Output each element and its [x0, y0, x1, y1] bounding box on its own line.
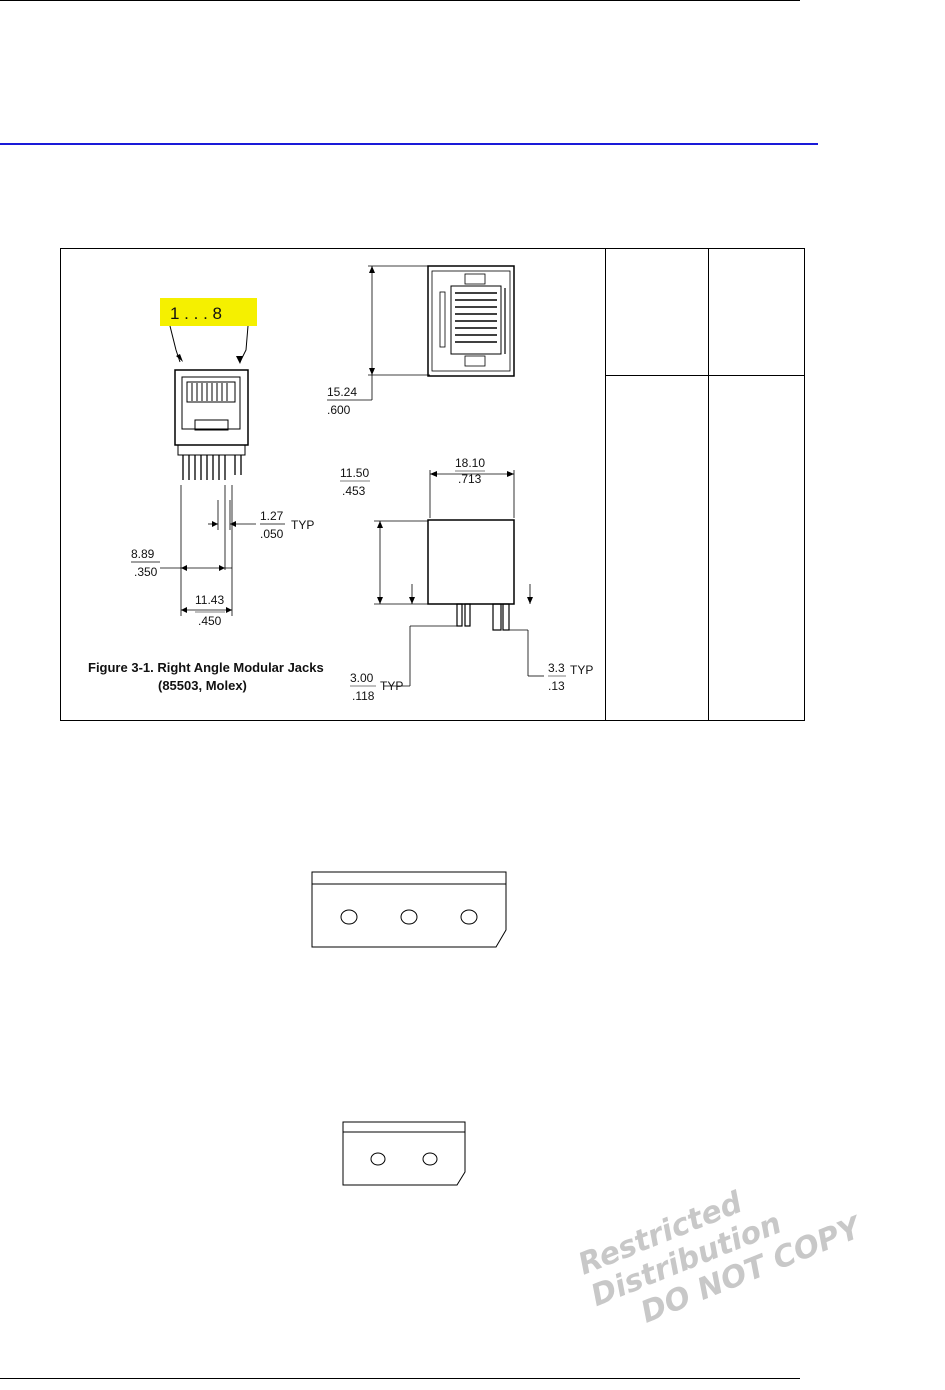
front-view: 1 . . . 8	[88, 298, 324, 693]
pin-hole	[461, 910, 477, 924]
dim-pin-len-typ: TYP	[380, 679, 403, 693]
dim-pitch-in: .050	[260, 527, 284, 541]
dim-width: 18.10	[455, 456, 485, 470]
top-view: 15.24 .600	[327, 266, 514, 417]
dim-width-in: .713	[458, 472, 482, 486]
dim-tab-in: .13	[548, 679, 565, 693]
dim-pitch-typ: TYP	[291, 518, 314, 532]
pin-hole	[371, 1153, 385, 1165]
pin-hole	[401, 910, 417, 924]
figure-caption-line2: (85503, Molex)	[158, 678, 247, 693]
dim-pin-len-in: .118	[352, 689, 375, 703]
pin-label: 1 . . . 8	[170, 304, 222, 323]
dim-pin-len: 3.00	[350, 671, 374, 685]
connector-3pin-outline	[312, 872, 506, 947]
dim-top-height-in: .600	[327, 403, 351, 417]
side-view: 18.10 .713 11.50 .453 3.00 .118 TYP 3.3	[340, 456, 593, 703]
pin-hole	[341, 910, 357, 924]
footer-rule	[0, 1378, 800, 1379]
dim-span: 11.43	[195, 593, 224, 607]
pin-hole	[423, 1153, 437, 1165]
dim-tab-typ: TYP	[570, 663, 593, 677]
dim-tab: 3.3	[548, 661, 565, 675]
dim-pitch: 1.27	[260, 509, 284, 523]
dim-body-in: .453	[342, 484, 366, 498]
dim-left: 8.89	[131, 547, 155, 561]
dim-body: 11.50	[340, 466, 369, 480]
dim-top-height: 15.24	[327, 385, 357, 399]
connector-2pin-outline	[343, 1122, 465, 1185]
dim-left-in: .350	[134, 565, 158, 579]
dim-span-in: .450	[198, 614, 222, 628]
figure-caption-line1: Figure 3-1. Right Angle Modular Jacks	[88, 660, 324, 675]
